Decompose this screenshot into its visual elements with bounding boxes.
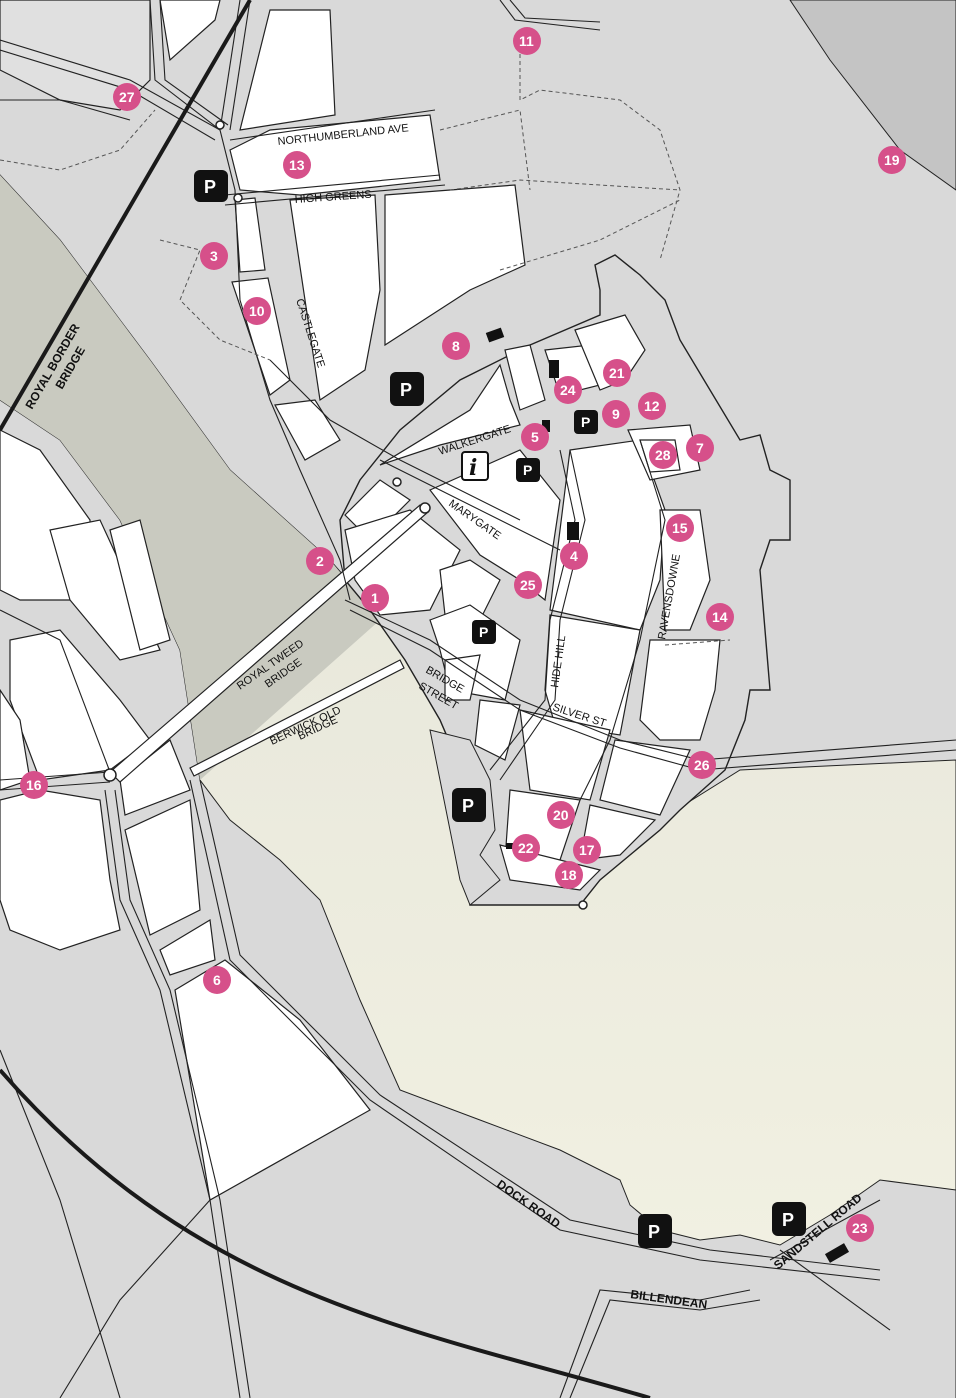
svg-text:14: 14 bbox=[712, 609, 728, 625]
svg-text:15: 15 bbox=[672, 520, 688, 536]
svg-text:7: 7 bbox=[696, 440, 704, 456]
marker-24[interactable]: 24 bbox=[554, 376, 582, 404]
svg-text:10: 10 bbox=[249, 303, 265, 319]
dark-buildings bbox=[485, 327, 850, 1263]
marker-16[interactable]: 16 bbox=[20, 771, 48, 799]
parking-label: P bbox=[648, 1222, 660, 1242]
svg-text:16: 16 bbox=[26, 777, 42, 793]
parking-icon[interactable]: P bbox=[452, 788, 486, 822]
marker-20[interactable]: 20 bbox=[547, 801, 575, 829]
marker-14[interactable]: 14 bbox=[706, 603, 734, 631]
parking-icon[interactable]: P bbox=[390, 372, 424, 406]
svg-text:5: 5 bbox=[531, 429, 539, 445]
parking-label: P bbox=[479, 624, 488, 640]
svg-text:25: 25 bbox=[520, 577, 536, 593]
svg-text:21: 21 bbox=[609, 365, 625, 381]
marker-2[interactable]: 2 bbox=[306, 547, 334, 575]
parking-icon[interactable]: P bbox=[772, 1202, 806, 1236]
marker-13[interactable]: 13 bbox=[283, 151, 311, 179]
attraction-markers[interactable]: 1 2 3 4 5 6 7 8 9 10 11 12 13 14 15 16 1… bbox=[20, 27, 906, 1242]
marker-11[interactable]: 11 bbox=[513, 27, 541, 55]
svg-text:18: 18 bbox=[561, 867, 577, 883]
parking-label: P bbox=[581, 414, 590, 430]
parking-label: P bbox=[782, 1210, 794, 1230]
info-label: i bbox=[469, 455, 477, 481]
svg-text:19: 19 bbox=[884, 152, 900, 168]
footpaths bbox=[0, 40, 731, 646]
svg-text:3: 3 bbox=[210, 248, 218, 264]
marker-15[interactable]: 15 bbox=[666, 514, 694, 542]
marker-18[interactable]: 18 bbox=[555, 861, 583, 889]
label-high-greens: HIGH GREENS bbox=[294, 189, 372, 206]
svg-text:9: 9 bbox=[612, 406, 620, 422]
marker-26[interactable]: 26 bbox=[688, 751, 716, 779]
parking-icon[interactable]: P bbox=[194, 170, 228, 202]
parking-label: P bbox=[400, 380, 412, 400]
marker-9[interactable]: 9 bbox=[602, 400, 630, 428]
roundabouts bbox=[103, 120, 588, 910]
marker-22[interactable]: 22 bbox=[512, 834, 540, 862]
svg-text:27: 27 bbox=[119, 89, 135, 105]
marker-10[interactable]: 10 bbox=[243, 297, 271, 325]
marker-19[interactable]: 19 bbox=[878, 146, 906, 174]
marker-21[interactable]: 21 bbox=[603, 359, 631, 387]
marker-28[interactable]: 28 bbox=[649, 441, 677, 469]
parking-icon[interactable]: P bbox=[516, 458, 540, 482]
parking-icon[interactable]: P bbox=[472, 620, 496, 644]
svg-text:8: 8 bbox=[452, 338, 460, 354]
railway-curve bbox=[0, 1068, 651, 1398]
west-blocks bbox=[0, 429, 371, 1201]
svg-text:26: 26 bbox=[694, 757, 710, 773]
marker-1[interactable]: 1 bbox=[361, 584, 389, 612]
marker-5[interactable]: 5 bbox=[521, 423, 549, 451]
marker-7[interactable]: 7 bbox=[686, 434, 714, 462]
marker-17[interactable]: 17 bbox=[573, 836, 601, 864]
parking-label: P bbox=[204, 177, 216, 197]
svg-text:20: 20 bbox=[553, 807, 569, 823]
svg-text:6: 6 bbox=[213, 972, 221, 988]
svg-text:24: 24 bbox=[560, 382, 576, 398]
parking-icons[interactable]: P P P P P P P P bbox=[194, 170, 806, 1248]
north-blocks bbox=[0, 0, 526, 461]
svg-text:17: 17 bbox=[579, 842, 595, 858]
svg-text:28: 28 bbox=[655, 447, 671, 463]
marker-27[interactable]: 27 bbox=[113, 83, 141, 111]
svg-text:23: 23 bbox=[852, 1220, 868, 1236]
marker-4[interactable]: 4 bbox=[560, 542, 588, 570]
marker-8[interactable]: 8 bbox=[442, 332, 470, 360]
svg-text:12: 12 bbox=[644, 398, 660, 414]
svg-text:4: 4 bbox=[570, 548, 578, 564]
parking-icon[interactable]: P bbox=[638, 1214, 672, 1248]
marker-12[interactable]: 12 bbox=[638, 392, 666, 420]
sea-area bbox=[789, 0, 956, 191]
marker-6[interactable]: 6 bbox=[203, 966, 231, 994]
parking-label: P bbox=[462, 796, 474, 816]
marker-23[interactable]: 23 bbox=[846, 1214, 874, 1242]
marker-25[interactable]: 25 bbox=[514, 571, 542, 599]
svg-text:13: 13 bbox=[289, 157, 305, 173]
parking-label: P bbox=[523, 462, 532, 478]
marker-3[interactable]: 3 bbox=[200, 242, 228, 270]
tourist-information-icon[interactable]: i bbox=[461, 451, 489, 481]
svg-text:11: 11 bbox=[519, 33, 534, 49]
svg-text:22: 22 bbox=[518, 840, 534, 856]
svg-text:2: 2 bbox=[316, 553, 324, 569]
svg-text:1: 1 bbox=[371, 590, 379, 606]
parking-icon[interactable]: P bbox=[574, 410, 598, 434]
railway-line bbox=[0, 0, 252, 432]
